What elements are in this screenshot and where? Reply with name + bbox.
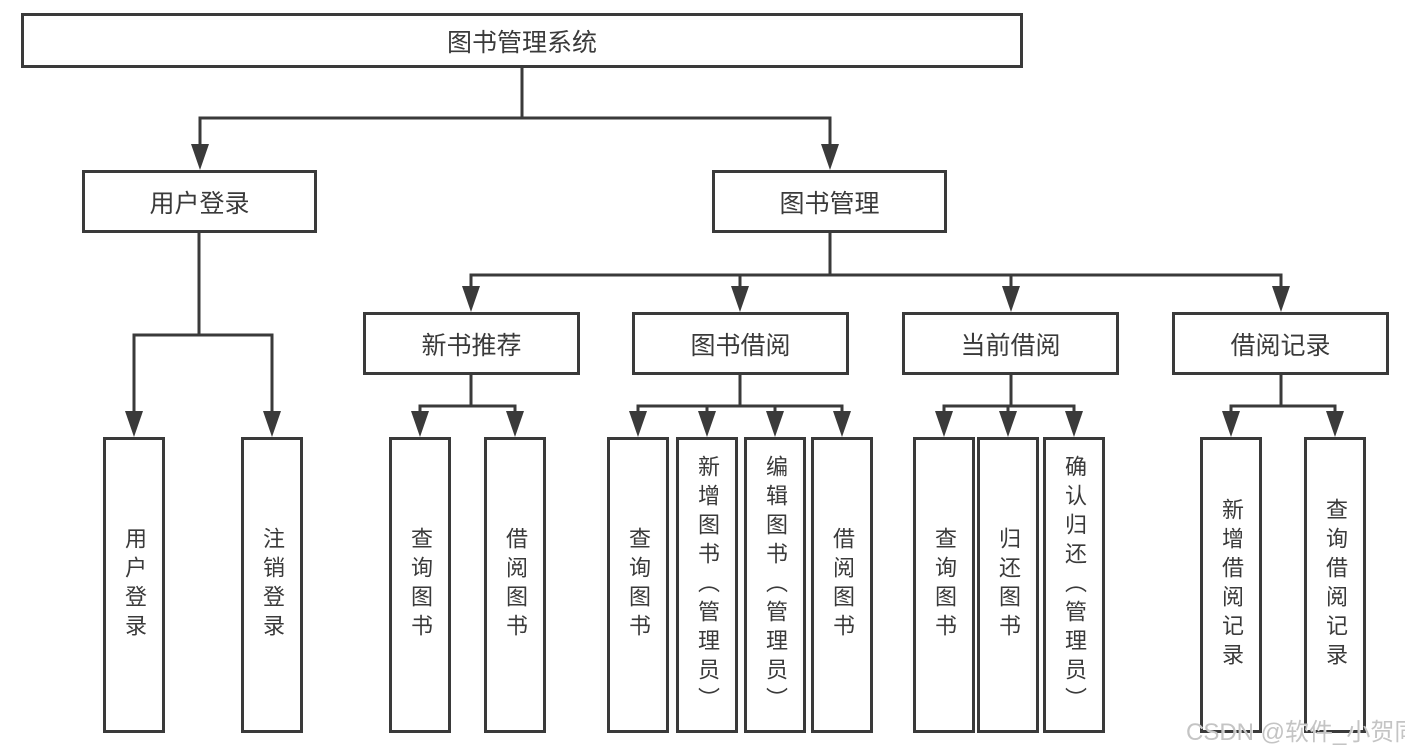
node-library-management-system: 图书管理系统 <box>21 13 1023 68</box>
leaf-bb-add-book-admin: 新增图书（管理员） <box>676 437 738 733</box>
node-new-book-recommendation: 新书推荐 <box>363 312 580 375</box>
leaf-rec-borrow-book: 借阅图书 <box>484 437 546 733</box>
node-borrowing-records: 借阅记录 <box>1172 312 1389 375</box>
leaf-br-query-record: 查询借阅记录 <box>1304 437 1366 733</box>
leaf-bb-query-book: 查询图书 <box>607 437 669 733</box>
leaf-cb-confirm-return-admin: 确认归还（管理员） <box>1043 437 1105 733</box>
leaf-user-login: 用户登录 <box>103 437 165 733</box>
node-current-borrowing: 当前借阅 <box>902 312 1119 375</box>
leaf-br-add-record: 新增借阅记录 <box>1200 437 1262 733</box>
leaf-cb-return-book: 归还图书 <box>977 437 1039 733</box>
watermark: CSDN @软件_小贺同学 <box>1186 719 1405 746</box>
leaf-bb-borrow-book: 借阅图书 <box>811 437 873 733</box>
node-book-management: 图书管理 <box>712 170 947 233</box>
arrowheads <box>125 144 1344 437</box>
leaf-cb-query-book: 查询图书 <box>913 437 975 733</box>
node-user-login: 用户登录 <box>82 170 317 233</box>
leaf-bb-edit-book-admin: 编辑图书（管理员） <box>744 437 806 733</box>
node-book-borrowing: 图书借阅 <box>632 312 849 375</box>
leaf-rec-query-book: 查询图书 <box>389 437 451 733</box>
leaf-logout: 注销登录 <box>241 437 303 733</box>
